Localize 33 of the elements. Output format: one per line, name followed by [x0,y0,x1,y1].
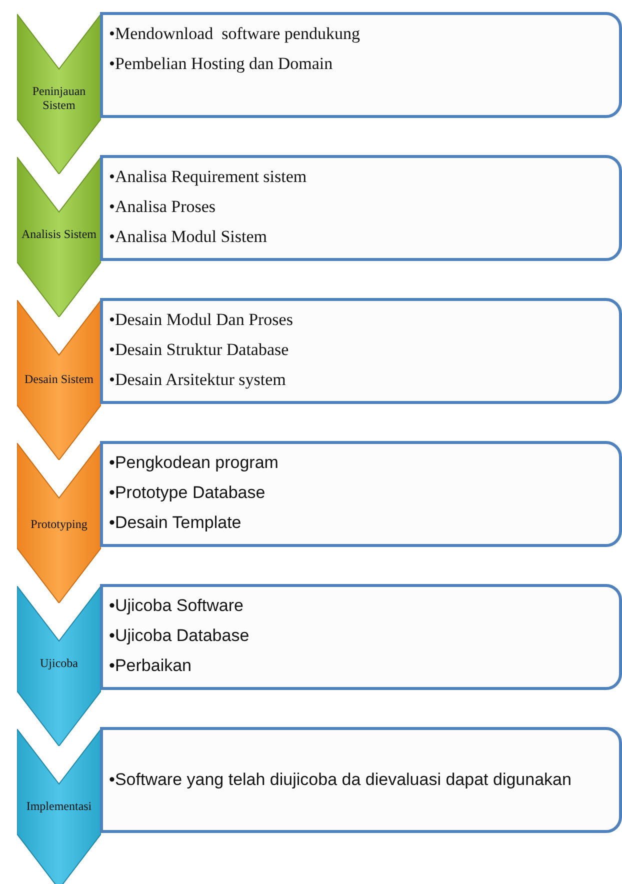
stage-label: Peninjauan Sistem [31,84,87,112]
task-item: •Prototype Database [109,482,266,504]
task-item: •Pengkodean program [109,452,280,474]
task-item: •Ujicoba Database [109,625,250,647]
task-item: •Pembelian Hosting dan Domain [109,53,334,75]
stage-label: Ujicoba [39,656,79,670]
task-item: •Analisa Requirement sistem [109,166,308,188]
stage-label: Desain Sistem [24,372,94,386]
task-item: •Perbaikan [109,655,193,677]
stage-label: Analisis Sistem [20,227,98,241]
chevron-shape [17,729,101,884]
task-box [100,12,622,118]
stage-label: Prototyping [30,517,88,531]
chevron-shape [17,300,101,460]
task-box [100,155,622,261]
task-item: •Mendownload software pendukung [109,23,361,45]
chevron-shape [17,157,101,317]
task-box [100,441,622,547]
task-item: •Ujicoba Software [109,595,244,617]
chevron-shape [17,443,101,603]
task-item: •Desain Arsitektur system [109,369,287,391]
chevron-shape [17,586,101,746]
chevron-shape [17,14,101,174]
task-item: •Desain Struktur Database [109,339,290,361]
task-item: •Software yang telah diujicoba da dievaluasi dapat digunakan [109,769,572,791]
task-item: •Analisa Proses [109,196,217,218]
task-item: •Analisa Modul Sistem [109,226,268,248]
task-item: •Desain Modul Dan Proses [109,309,294,331]
task-box [100,727,622,833]
stage-label: Implementasi [25,799,93,813]
task-box [100,584,622,690]
task-box [100,298,622,404]
task-item: •Desain Template [109,512,242,534]
